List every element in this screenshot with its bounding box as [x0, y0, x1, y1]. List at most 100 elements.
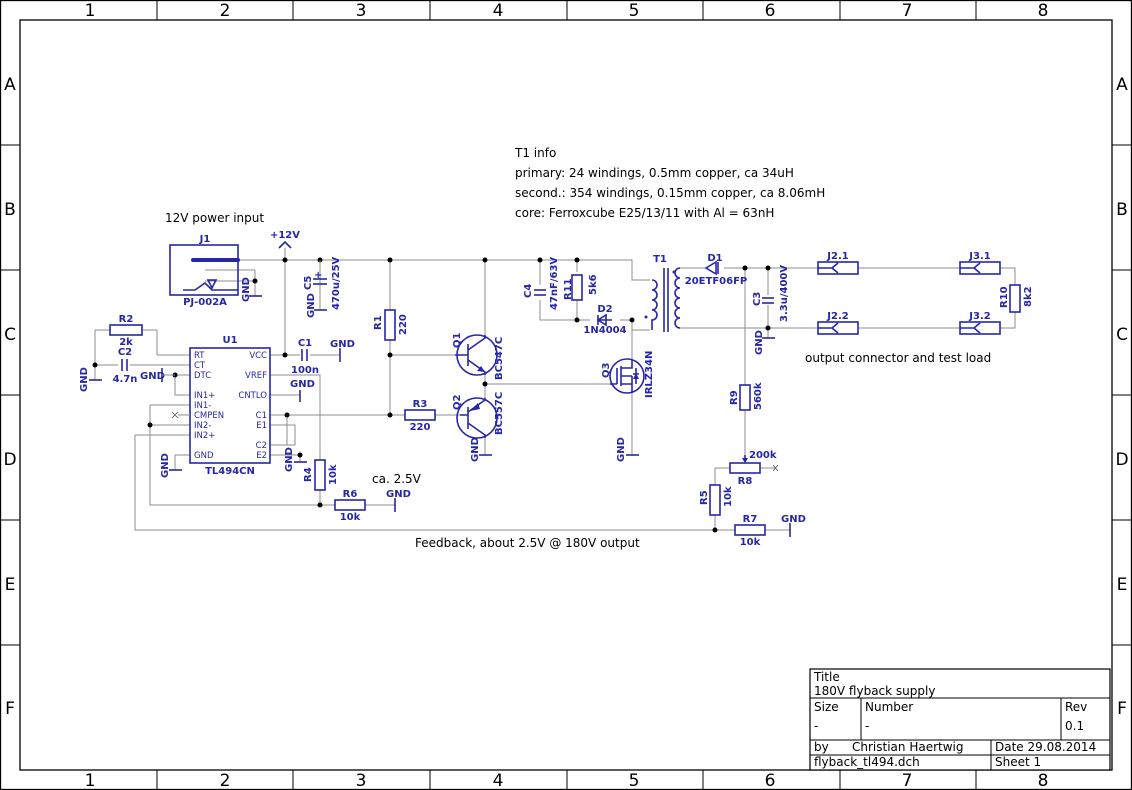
components-gnd-label: GND	[160, 453, 171, 478]
components-d1-ref-label: D1	[707, 253, 722, 264]
voltage-note: ca. 2.5V	[372, 472, 422, 486]
gnd-icon: GND	[386, 489, 411, 512]
resistor-r3: R3 220	[404, 399, 436, 433]
gnd-icon: GND	[160, 453, 182, 478]
components-c3-value-label: 3.3u/400V	[779, 265, 790, 322]
components-r4-ref-label: R4	[303, 467, 314, 482]
col-1: 1	[85, 1, 96, 21]
components-c1-value-label: 100n	[291, 365, 319, 376]
components-gnd-label: GND	[616, 437, 627, 462]
components-gnd-label: GND	[140, 371, 165, 382]
components-j32-label: J3.2	[968, 311, 990, 322]
connector-j1[interactable]: J1 PJ-002A	[169, 234, 240, 308]
t1-core: core: Ferroxcube E25/13/11 with Al = 63n…	[515, 206, 774, 220]
components-q2-ref-label: Q2	[452, 394, 463, 410]
capacitor-c5: + C5 470u/25V	[303, 256, 342, 310]
components-u1-right-pins-5-label: C2	[256, 441, 267, 451]
svg-text:+: +	[314, 270, 322, 281]
mosfet-q3: Q3 IRLZ34N	[601, 351, 655, 398]
components-gnd-label: GND	[284, 447, 295, 472]
number-label: Number	[865, 700, 913, 714]
components-r5-ref-label: R5	[699, 490, 710, 505]
gnd-icon: GND	[330, 339, 355, 362]
column-labels-bottom: 1 2 3 4 5 6 7 8	[85, 771, 1049, 790]
components-q3-ref-label: Q3	[601, 362, 612, 378]
components-u1-right-pins-4-label: E1	[256, 421, 267, 431]
row-b: B	[4, 200, 16, 220]
size-value: -	[814, 719, 818, 733]
components-r9-ref-label: R9	[729, 390, 740, 405]
components-gnd-label: GND	[330, 339, 355, 350]
components-c4-ref-label: C4	[523, 284, 534, 298]
components-r8-value-label: 200k	[749, 450, 777, 461]
diode-d1: D1 20ETF06FP	[685, 253, 747, 287]
components-r1-value-label: 220	[398, 314, 409, 335]
components-gnd-label: GND	[754, 330, 765, 355]
rev-value: 0.1	[1065, 719, 1084, 733]
components-q2-value-label: BC557C	[494, 392, 505, 435]
row-a: A	[4, 75, 16, 95]
components-u1-right-pins-2-label: CNTLO	[238, 391, 267, 401]
date: Date 29.08.2014	[995, 740, 1096, 754]
components-c2-value-label: 4.7n	[113, 374, 138, 385]
capacitor-c4: C4 47nF/63V	[523, 257, 560, 310]
components-u1-right-pins-1-label: VREF	[245, 371, 267, 381]
components-r8-ref-label: R8	[738, 476, 753, 487]
col-5: 5	[629, 771, 640, 790]
col-4: 4	[493, 1, 504, 21]
title-label: Title	[813, 670, 840, 684]
components-u1-left-pins-3-label: IN1+	[194, 391, 215, 401]
by-label: by	[814, 740, 829, 754]
junctions	[92, 257, 771, 533]
col-3: 3	[356, 771, 367, 790]
output-note: output connector and test load	[805, 351, 991, 365]
components-u1-left-pins-2-label: DTC	[194, 371, 211, 381]
number-value: -	[865, 719, 869, 733]
ic-u1: U1 TL494CN RT CT DTC IN1+ IN1- CMPEN IN2…	[171, 335, 271, 477]
resistor-r1: R1 220	[373, 309, 409, 341]
row-e: E	[1117, 575, 1128, 595]
components-r7-ref-label: R7	[743, 514, 758, 525]
row-c: C	[1116, 325, 1128, 345]
gnd-icon: GND	[306, 293, 327, 318]
components-u1-right-pins-6-label: E2	[256, 451, 267, 461]
components-u1-right-pins-0-label: VCC	[249, 351, 267, 361]
components-u1-left-pins-7-label: IN2+	[194, 431, 215, 441]
connector-j2-2: J2.2	[817, 311, 859, 335]
row-f: F	[1117, 699, 1127, 719]
t1-info-title: T1 info	[514, 146, 556, 160]
components-c5-ref-label: C5	[303, 276, 314, 290]
gnd-icon: GND	[79, 367, 102, 392]
gnd-icon: GND	[284, 447, 307, 472]
gnd-icon: GND	[781, 514, 806, 537]
components-c4-value-label: 47nF/63V	[549, 257, 560, 310]
components-r6-value-label: 10k	[340, 512, 361, 523]
col-8: 8	[1038, 771, 1049, 790]
t1-secondary: second.: 354 windings, 0.15mm copper, ca…	[515, 186, 825, 200]
gnd-icon: GND	[470, 437, 492, 462]
capacitor-c1: C1 100n	[291, 338, 319, 376]
components-r10-value-label: 8k2	[1023, 286, 1034, 307]
resistor-r11: R11 5k6	[563, 274, 599, 301]
transformer-t1: T1	[644, 254, 681, 332]
components-r11-value-label: 5k6	[588, 274, 599, 295]
components-r3-ref-label: R3	[413, 399, 428, 410]
t1-info-note: T1 info primary: 24 windings, 0.5mm copp…	[514, 146, 825, 220]
components-u1-left-pins-1-label: CT	[194, 361, 206, 371]
row-e: E	[5, 575, 16, 595]
j1-value: PJ-002A	[183, 297, 227, 308]
title-value: 180V flyback supply	[814, 684, 935, 698]
gnd-icon: GND	[754, 330, 775, 355]
transistor-q2: Q2 BC557C	[452, 392, 505, 439]
feedback-note: Feedback, about 2.5V @ 180V output	[415, 536, 640, 550]
components-gnd-label: GND	[470, 437, 481, 462]
sheet-border-group	[810, 697, 1110, 770]
components-gnd-label: GND	[781, 514, 806, 525]
col-6: 6	[765, 771, 776, 790]
components-q1-value-label: BC547C	[494, 337, 505, 380]
components-gnd-label: GND	[79, 367, 90, 392]
gnd-icon: GND	[616, 437, 639, 462]
components-gnd-label: GND	[241, 277, 252, 302]
components-j21-label: J2.1	[826, 251, 848, 262]
components-r7-value-label: 10k	[740, 537, 761, 548]
